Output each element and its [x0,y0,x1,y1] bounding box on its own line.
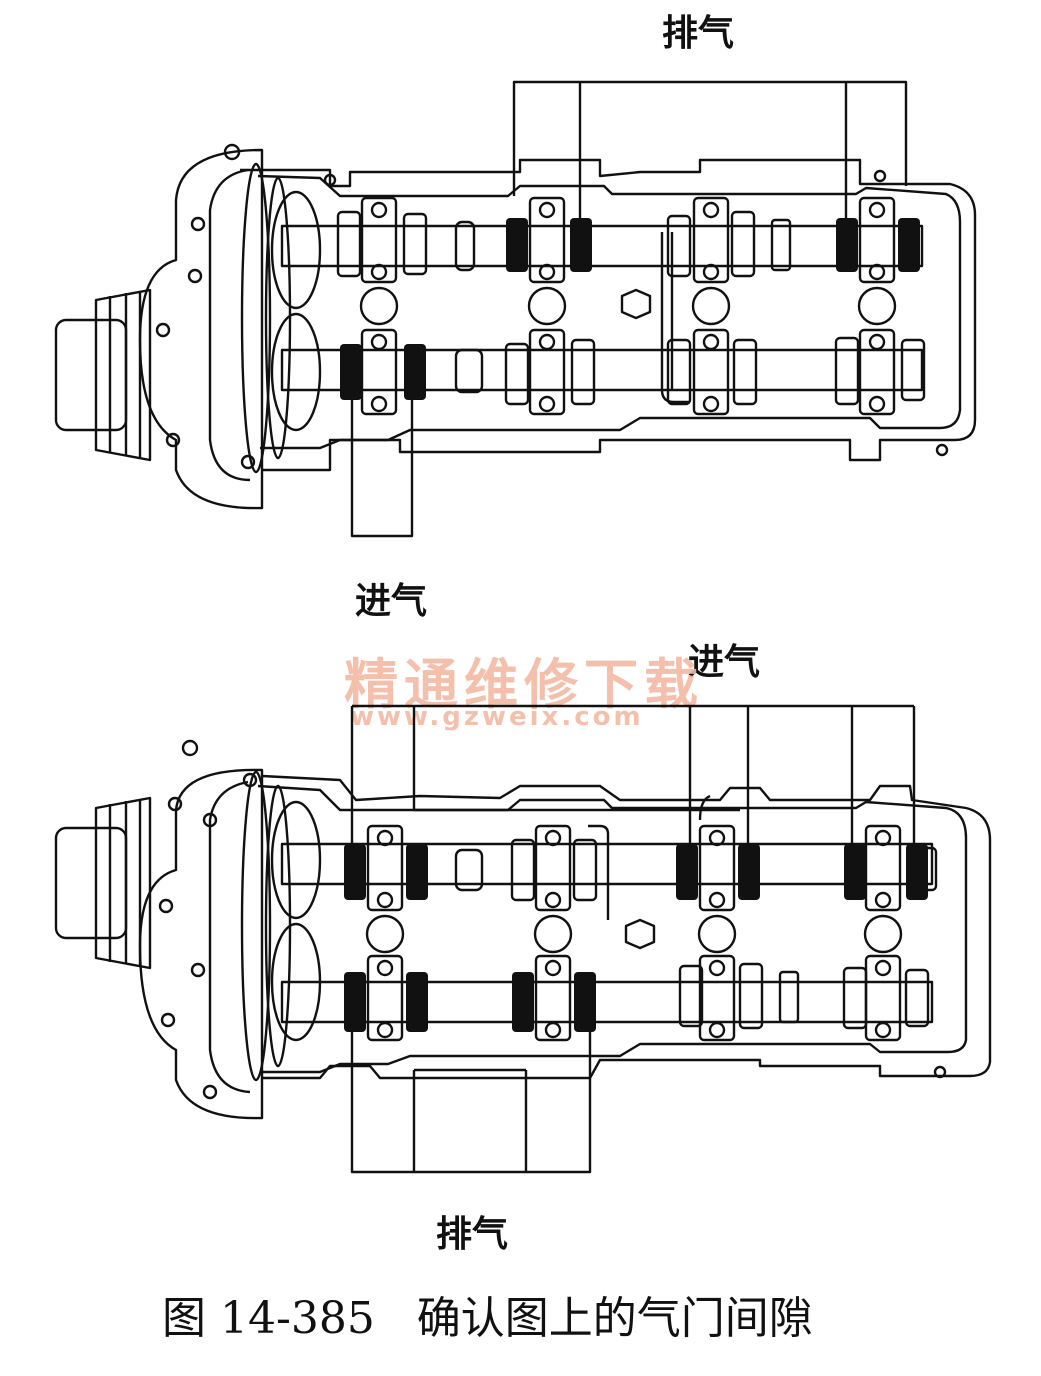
caption-gap [375,1293,417,1344]
bottom-exhaust-label: 排气 [436,1213,509,1255]
top-camshaft-diagram [54,80,977,538]
top-intake-label: 进气 [355,580,428,622]
figure-title: 确认图上的气门间隙 [416,1293,813,1344]
bottom-intake-label: 进气 [688,641,761,683]
figure-caption: 图 14-385 确认图上的气门间隙 [162,1282,813,1346]
figure-number: 图 14-385 [162,1293,375,1344]
bottom-camshaft-diagram [54,704,992,1174]
top-exhaust-label: 排气 [662,12,735,54]
